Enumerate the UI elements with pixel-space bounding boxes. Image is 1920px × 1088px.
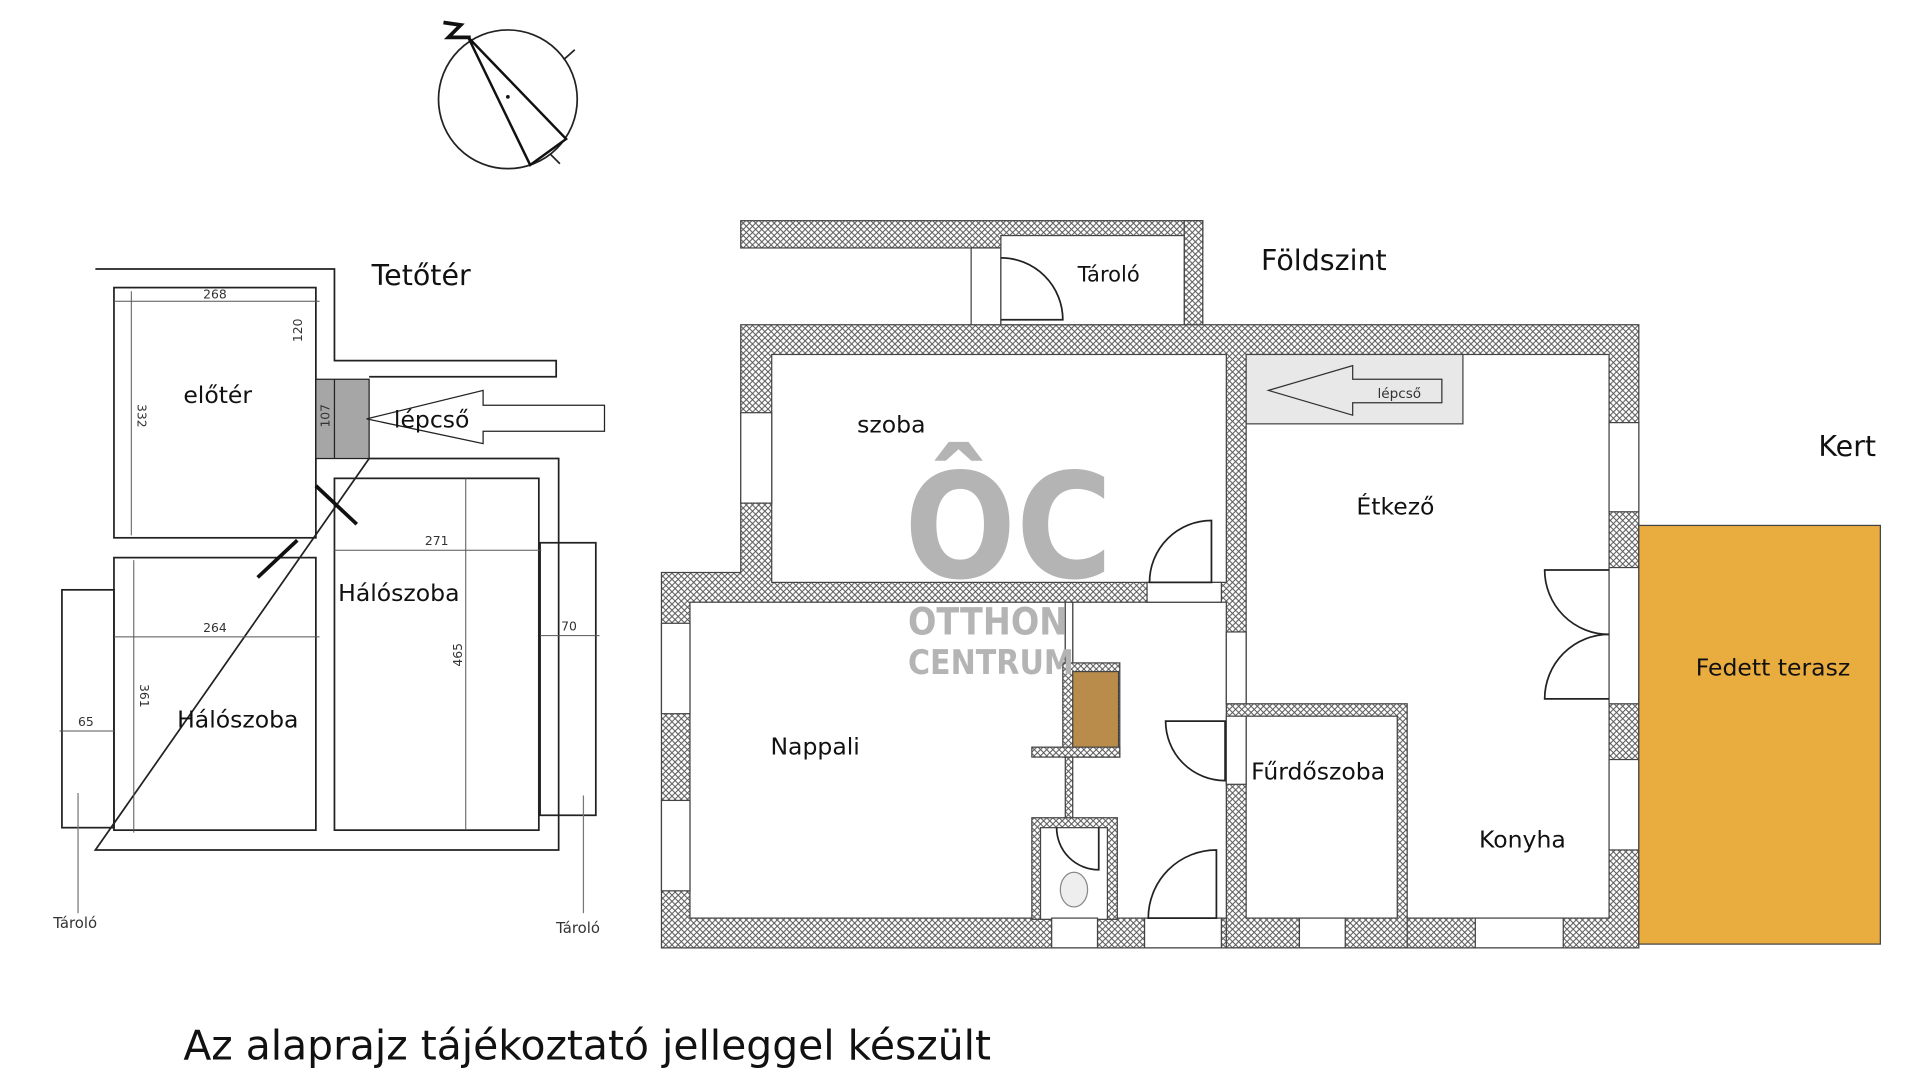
storage-right xyxy=(539,541,597,817)
watermark-line1: OTTHON xyxy=(908,600,1067,643)
dim-storage-left: 65 xyxy=(78,715,94,729)
dim-bed-left-width: 264 xyxy=(203,621,227,635)
label-garden: Kert xyxy=(1818,430,1876,463)
dim-hall-side: 120 xyxy=(291,318,305,342)
label-storage-right: Tároló xyxy=(555,919,600,937)
stove-block xyxy=(1072,670,1120,750)
stair-block xyxy=(315,378,370,460)
room-label-bedroom-left: Hálószoba xyxy=(177,705,298,733)
room-szoba xyxy=(771,353,1227,584)
room-label-terrace: Fedett terasz xyxy=(1696,653,1850,681)
covered-terrace xyxy=(1638,524,1881,945)
dim-bed-right-depth: 465 xyxy=(451,643,465,667)
dim-bed-right-width: 271 xyxy=(425,534,449,548)
stair-arrow-ground-icon xyxy=(1266,364,1443,417)
compass xyxy=(437,20,579,170)
otthon-centrum-watermark: ÔC OTTHON CENTRUM xyxy=(904,441,1112,682)
attic-plan: Tetőtér 268 120 332 107 264 361 271 465 … xyxy=(52,259,606,937)
dim-stair-width: 107 xyxy=(318,404,332,428)
watermark-line2: CENTRUM xyxy=(908,643,1074,682)
room-label-stairs-attic: lépcső xyxy=(394,406,470,434)
room-label-bedroom-right: Hálószoba xyxy=(338,579,459,607)
label-storage-left: Tároló xyxy=(52,914,97,932)
north-glyph-icon xyxy=(443,20,471,40)
storage-left xyxy=(61,588,115,829)
dim-hall-width: 268 xyxy=(203,288,227,302)
room-label-stairs-ground: lépcső xyxy=(1377,386,1421,402)
ground-floor-plan: Földszint xyxy=(660,220,1881,949)
room-label-dining: Étkező xyxy=(1356,492,1434,520)
dim-bed-left-depth: 361 xyxy=(137,684,151,708)
room-label-bathroom: Fűrdőszoba xyxy=(1251,757,1385,785)
footer-note: Az alaprajz tájékoztató jelleggel készül… xyxy=(183,1021,991,1069)
stair-arrow-icon xyxy=(366,389,606,445)
dim-storage-right: 70 xyxy=(561,620,577,634)
room-label-hall: előtér xyxy=(183,381,252,409)
room-living xyxy=(689,601,1066,919)
room-label-living: Nappali xyxy=(770,733,859,761)
attic-title: Tetőtér xyxy=(371,259,471,292)
room-storage xyxy=(1000,234,1185,326)
room-bathroom xyxy=(1245,715,1398,919)
dim-hall-depth: 332 xyxy=(134,404,148,428)
room-label-kitchen: Konyha xyxy=(1479,825,1566,853)
compass-needle-icon xyxy=(467,36,568,167)
room-label-storage: Tároló xyxy=(1077,261,1140,286)
watermark-logo: ÔC xyxy=(904,441,1112,612)
room-label-szoba: szoba xyxy=(857,411,925,439)
toilet-icon xyxy=(1059,871,1089,908)
ground-title: Földszint xyxy=(1261,244,1387,277)
